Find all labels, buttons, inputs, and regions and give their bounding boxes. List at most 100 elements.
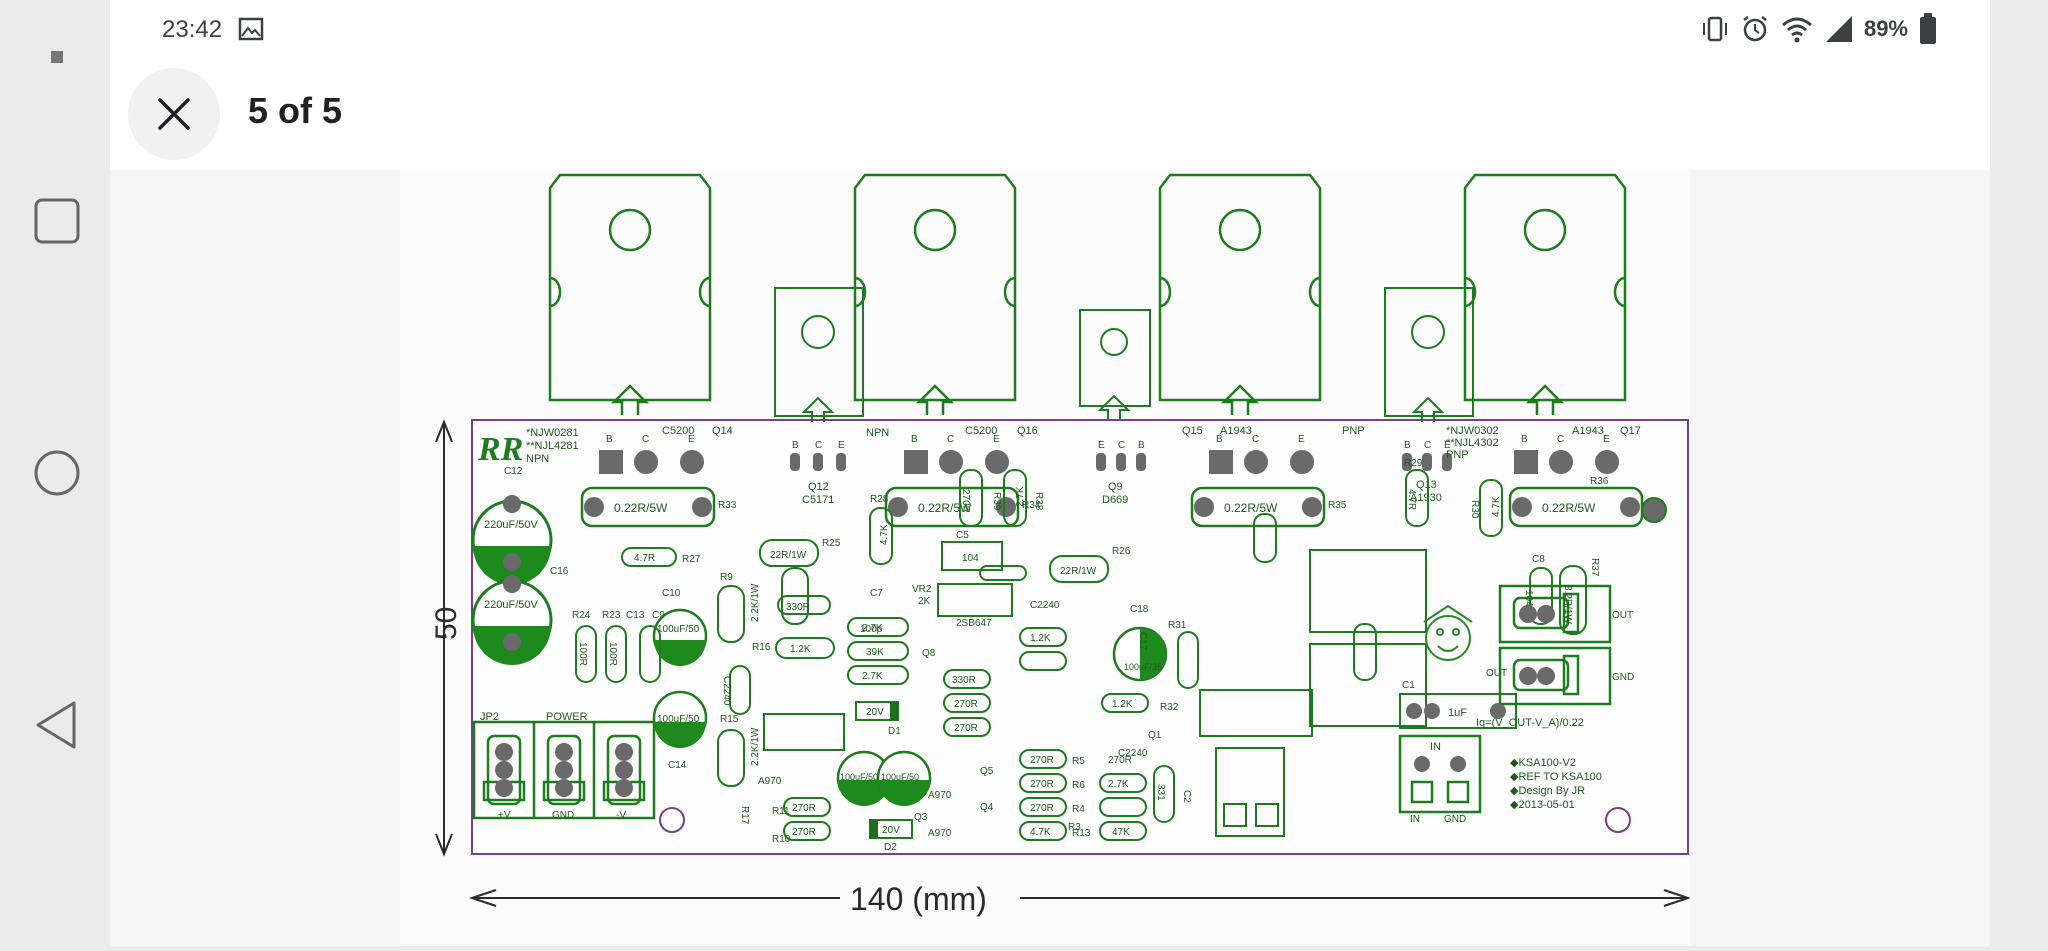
c7-value: 100p: [860, 624, 883, 635]
output-terminals: [1498, 584, 1612, 706]
r37-value: 8.2R/1W: [1562, 585, 1573, 624]
r27k-b: 2.7K: [862, 671, 883, 682]
close-button[interactable]: [128, 68, 220, 160]
a970-3: A970: [758, 776, 782, 787]
r38-ref: R38: [1033, 492, 1044, 511]
in-label-top: IN: [1430, 741, 1441, 753]
dimension-lines: [435, 419, 1692, 907]
c17-ref: C17: [1137, 632, 1148, 651]
svg-text:B: B: [911, 434, 918, 445]
power-transistor-q17: [1463, 173, 1627, 415]
c5-value: 104: [962, 553, 979, 564]
svg-text:B: B: [1216, 434, 1223, 445]
c18-ref: C18: [1130, 604, 1149, 615]
r24-value: 100R: [577, 642, 588, 666]
c2240-q1: C2240: [1118, 748, 1148, 759]
r31-ref: R31: [1168, 620, 1187, 631]
q3-ref: Q3: [914, 812, 928, 823]
driver-outlines: [774, 287, 1474, 422]
info-line-2: ◆REF TO KSA100: [1510, 771, 1602, 783]
svg-text:C: C: [1424, 440, 1431, 451]
r270-8: 270R: [792, 827, 816, 838]
close-icon: [158, 98, 190, 130]
r270-7: 270R: [792, 803, 816, 814]
mount-hole-left: [659, 807, 685, 833]
info-line-3: ◆Design By JR: [1510, 785, 1585, 797]
a970-1: A970: [928, 790, 952, 801]
c3-value: 100uF/50: [881, 772, 919, 782]
svg-text:E: E: [1603, 434, 1610, 445]
c2240-right: C2240: [1030, 600, 1060, 611]
q12-part: C5171: [802, 494, 834, 506]
viewer-toolbar: 5 of 5: [110, 60, 1990, 170]
q17-ref: Q17: [1620, 425, 1641, 437]
c12-value: 220uF/50V: [484, 519, 538, 531]
r15-ref: R15: [720, 714, 739, 725]
gnd-in-label: GND: [1444, 814, 1466, 825]
recents-button[interactable]: [22, 186, 92, 256]
home-icon: [34, 450, 80, 496]
svg-text:B: B: [1138, 440, 1145, 451]
r33-ref: R33: [718, 500, 737, 511]
power-transistor-q15: [1158, 173, 1322, 415]
c16-value: 220uF/50V: [484, 599, 538, 611]
recents-dot-button[interactable]: [22, 22, 92, 92]
r1k2-right: 1.2K: [1030, 633, 1051, 644]
r27k-a: 2.7K: [862, 623, 883, 634]
q16-ref: Q16: [1017, 425, 1038, 437]
r270-1: 270R: [954, 699, 978, 710]
gallery-icon: [238, 17, 264, 41]
c1-ref: C1: [1402, 680, 1415, 691]
svg-text:E: E: [993, 434, 1000, 445]
q15-ref: Q15: [1182, 425, 1203, 437]
c1-value: 1uF: [1448, 707, 1467, 719]
home-button[interactable]: [22, 438, 92, 508]
status-icons: 89%: [1700, 13, 1938, 45]
q5-ref: Q5: [980, 766, 994, 777]
svg-text:C: C: [1252, 434, 1259, 445]
r330-left: 330R: [786, 602, 810, 613]
gnd-power-label: GND: [552, 810, 574, 821]
r270-6: 270R: [1108, 755, 1132, 766]
r35-ref: R35: [1328, 500, 1347, 511]
alarm-icon: [1743, 16, 1767, 42]
r270-2: 270R: [954, 723, 978, 734]
c14-value: 100uF/50: [657, 714, 700, 725]
a-test-point: [1641, 497, 1667, 523]
image-viewer[interactable]: RR *NJW0281 **NJL4281 NPN NPN PNP *NJW03…: [110, 170, 1990, 946]
q13-ref: Q13: [1416, 479, 1437, 491]
d1-value: 20V: [866, 707, 884, 718]
q14-ref: Q14: [712, 425, 733, 437]
r37-ref: R37: [1589, 558, 1600, 577]
out-label-mid: OUT: [1486, 668, 1507, 679]
c2-value: 331: [1155, 784, 1166, 801]
q14-part: C5200: [662, 425, 694, 437]
r30-ref: R30: [1469, 500, 1480, 519]
r16-ref: R16: [752, 642, 771, 653]
svg-text:E: E: [838, 440, 845, 451]
back-button[interactable]: [22, 690, 92, 760]
power-transistor-q16: [853, 173, 1017, 415]
in-label-bottom: IN: [1410, 814, 1420, 825]
r23-ref: R23: [602, 610, 621, 621]
r39-ref: R39: [991, 492, 1002, 511]
svg-text:C: C: [1557, 434, 1564, 445]
q8-part: 2SB647: [956, 618, 992, 629]
d2-ref: D2: [884, 842, 897, 853]
r36-ref: R36: [1590, 476, 1609, 487]
c7-ref: C7: [870, 588, 883, 599]
r35-value: 0.22R/5W: [1224, 501, 1278, 515]
r27-value: 4.7R: [634, 553, 655, 564]
a970-2: A970: [928, 828, 952, 839]
svg-text:C: C: [1118, 440, 1125, 451]
pnp-label-right: PNP: [1446, 449, 1469, 461]
r4-ref: R4: [1072, 804, 1085, 815]
menu-dot-icon: [51, 51, 63, 63]
info-line-4: ◆2013-05-01: [1510, 799, 1575, 811]
r15-value: 2.2K/1W: [750, 727, 761, 766]
d1-ref: D1: [888, 726, 901, 737]
svg-text:C: C: [642, 434, 649, 445]
pcb-layout-image: RR *NJW0281 **NJL4281 NPN NPN PNP *NJW03…: [400, 170, 1692, 946]
emitter-resistors: [580, 486, 1644, 528]
r28-ref: R28: [870, 494, 889, 505]
